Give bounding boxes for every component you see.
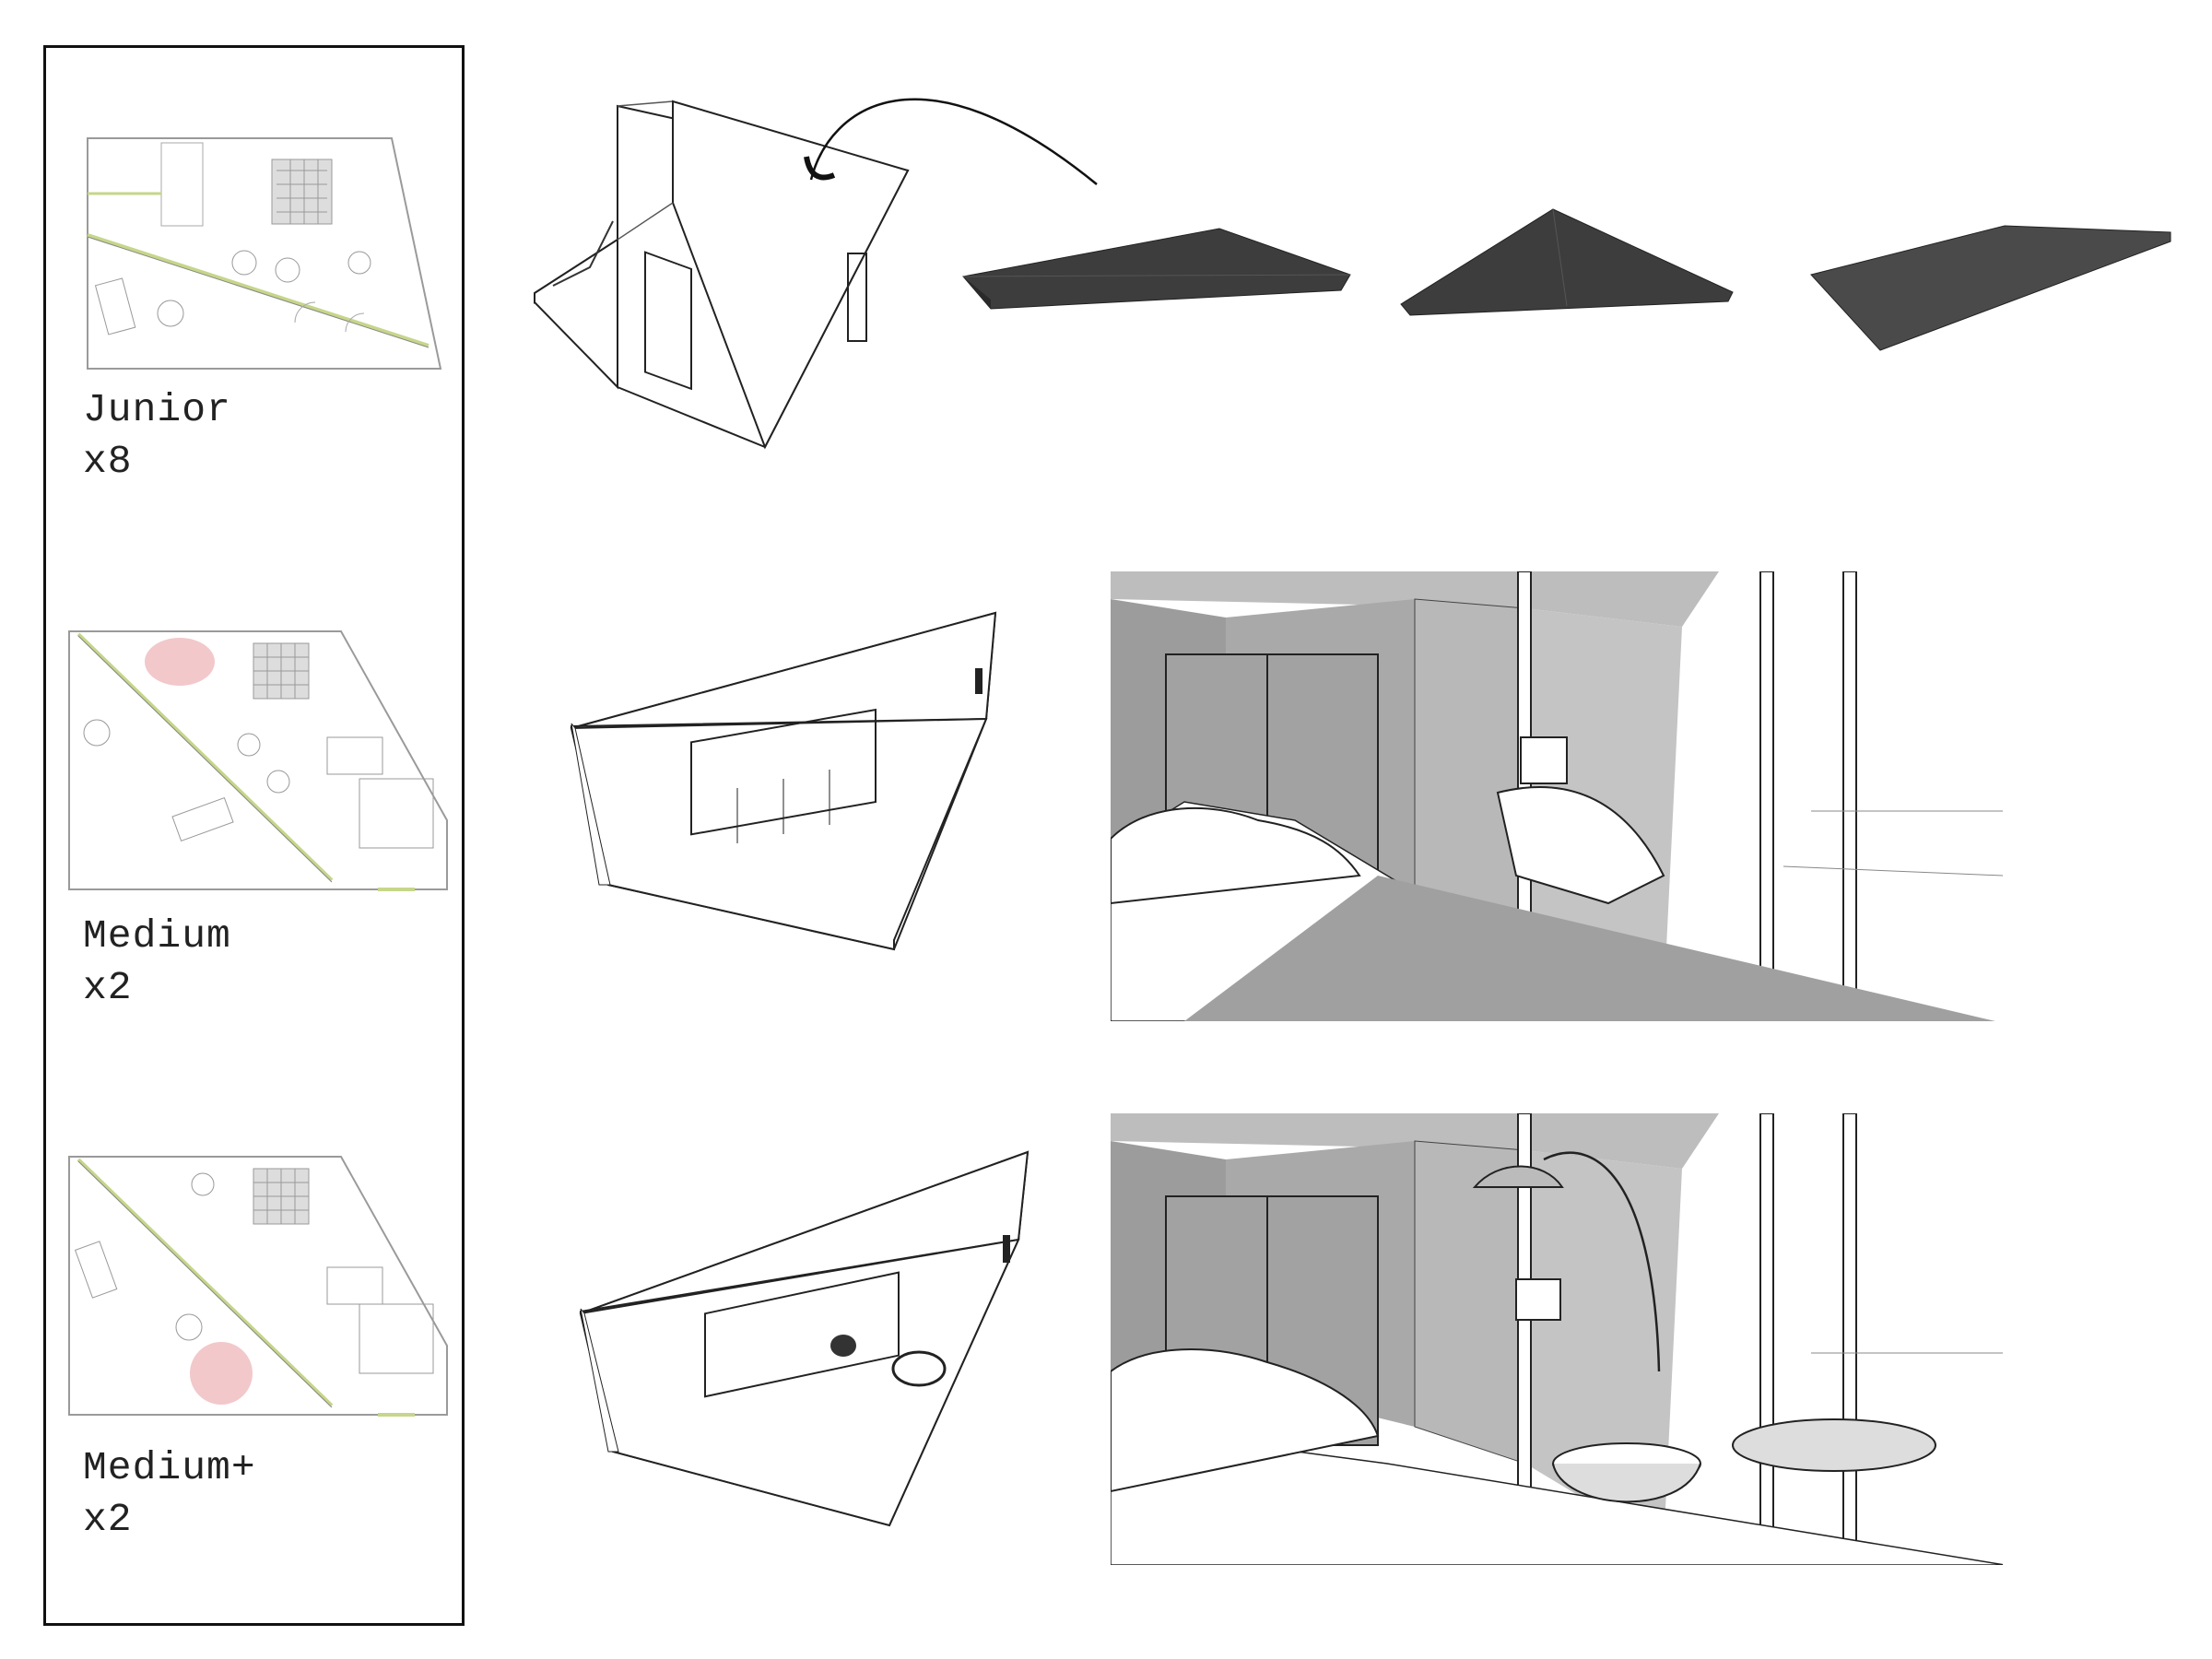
medium-plus-floor-plan <box>68 1156 448 1417</box>
bathtub-highlight <box>145 638 215 686</box>
roof-form-3 <box>1810 225 2171 351</box>
junior-count: x8 <box>83 439 133 484</box>
junior-label: Junior x8 <box>83 384 231 488</box>
jacuzzi-highlight <box>190 1342 253 1405</box>
medium-plus-label: Medium+ x2 <box>83 1442 256 1546</box>
junior-name: Junior <box>83 387 231 432</box>
unit-types-panel <box>43 45 465 1626</box>
medium-isometric-model <box>570 611 997 951</box>
medium-name: Medium <box>83 913 231 959</box>
roof-form-1 <box>962 228 1351 310</box>
medium-floor-plan <box>68 630 448 891</box>
medium-plus-name: Medium+ <box>83 1445 256 1490</box>
medium-plus-count: x2 <box>83 1497 133 1542</box>
medium-plus-interior-render <box>1111 1113 2003 1565</box>
medium-plus-isometric-model <box>579 1150 1030 1527</box>
medium-label: Medium x2 <box>83 911 231 1014</box>
junior-isometric-model <box>534 100 910 450</box>
medium-interior-render <box>1111 571 2003 1021</box>
junior-floor-plan <box>87 137 442 370</box>
medium-count: x2 <box>83 965 133 1010</box>
roof-form-2 <box>1400 208 1734 316</box>
curved-arrow <box>809 98 1098 185</box>
